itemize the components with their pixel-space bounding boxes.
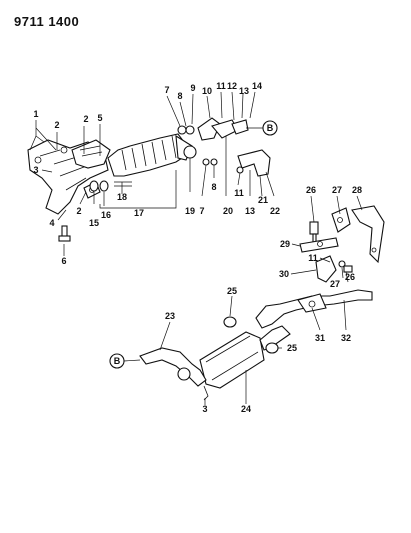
callout-26: 26 bbox=[306, 185, 316, 195]
callout-24: 24 bbox=[241, 404, 251, 414]
washers-15-16 bbox=[89, 180, 109, 192]
callout-1: 1 bbox=[33, 109, 38, 119]
callout-3: 3 bbox=[33, 165, 38, 175]
connector-b-upper: B bbox=[262, 120, 278, 136]
manifold-heat-shield bbox=[71, 139, 111, 169]
callout-2: 2 bbox=[76, 206, 81, 216]
callout-30: 30 bbox=[279, 269, 289, 279]
center-pipe-front bbox=[236, 149, 271, 177]
callout-14: 14 bbox=[252, 81, 262, 91]
hanger-assembly-30 bbox=[315, 255, 353, 283]
hanger-28 bbox=[351, 205, 385, 264]
callout-11: 11 bbox=[216, 81, 226, 91]
callout-18: 18 bbox=[117, 192, 127, 202]
hanger-bracket-27 bbox=[331, 207, 351, 233]
callout-25: 25 bbox=[287, 343, 297, 353]
callout-29: 29 bbox=[280, 239, 290, 249]
callout-6: 6 bbox=[61, 256, 66, 266]
main-muffler bbox=[199, 325, 291, 389]
callout-2: 2 bbox=[83, 114, 88, 124]
callout-7: 7 bbox=[199, 206, 204, 216]
callout-4: 4 bbox=[49, 218, 54, 228]
callout-2: 2 bbox=[54, 120, 59, 130]
callout-26: 26 bbox=[345, 272, 355, 282]
tail-pipe bbox=[255, 289, 373, 329]
callout-28: 28 bbox=[352, 185, 362, 195]
callout-3: 3 bbox=[202, 404, 207, 414]
callout-31: 31 bbox=[315, 333, 325, 343]
callout-16: 16 bbox=[101, 210, 111, 220]
callout-10: 10 bbox=[202, 86, 212, 96]
connector-b-upper-label: B bbox=[267, 123, 274, 133]
front-pipe-gaskets bbox=[177, 125, 218, 166]
leader-lines bbox=[29, 91, 363, 405]
callout-20: 20 bbox=[223, 206, 233, 216]
connector-b-lower-label: B bbox=[114, 356, 121, 366]
callout-32: 32 bbox=[341, 333, 351, 343]
callout-22: 22 bbox=[270, 206, 280, 216]
callout-8: 8 bbox=[211, 182, 216, 192]
callout-5: 5 bbox=[97, 113, 102, 123]
connector-b-lower: B bbox=[109, 353, 125, 369]
front-pipe-bracket bbox=[197, 117, 249, 141]
callout-27: 27 bbox=[330, 279, 340, 289]
callout-7: 7 bbox=[164, 85, 169, 95]
callout-9: 9 bbox=[190, 83, 195, 93]
muffler-inlet-pipe bbox=[139, 347, 207, 387]
callout-17: 17 bbox=[134, 208, 144, 218]
callout-13: 13 bbox=[245, 206, 255, 216]
catalog-number: 9711 1400 bbox=[14, 14, 80, 29]
muffler-rings-25 bbox=[223, 316, 279, 354]
callout-15: 15 bbox=[89, 218, 99, 228]
callout-19: 19 bbox=[185, 206, 195, 216]
callout-23: 23 bbox=[165, 311, 175, 321]
stud-18 bbox=[114, 181, 132, 187]
callout-25: 25 bbox=[227, 286, 237, 296]
callout-13: 13 bbox=[239, 86, 249, 96]
catalytic-converter bbox=[107, 133, 193, 177]
callout-27: 27 bbox=[332, 185, 342, 195]
callout-numbers: 1 2 2 5 3 4 6 2 15 16 18 17 7 8 9 10 11 … bbox=[33, 81, 362, 414]
hanger-29 bbox=[299, 237, 339, 253]
flange-bolt bbox=[58, 225, 71, 242]
callout-12: 12 bbox=[227, 81, 237, 91]
bolt-3-lower bbox=[203, 385, 209, 401]
callout-21: 21 bbox=[258, 195, 268, 205]
callout-8: 8 bbox=[177, 91, 182, 101]
callout-11: 11 bbox=[234, 188, 244, 198]
callout-11: 11 bbox=[308, 253, 318, 263]
